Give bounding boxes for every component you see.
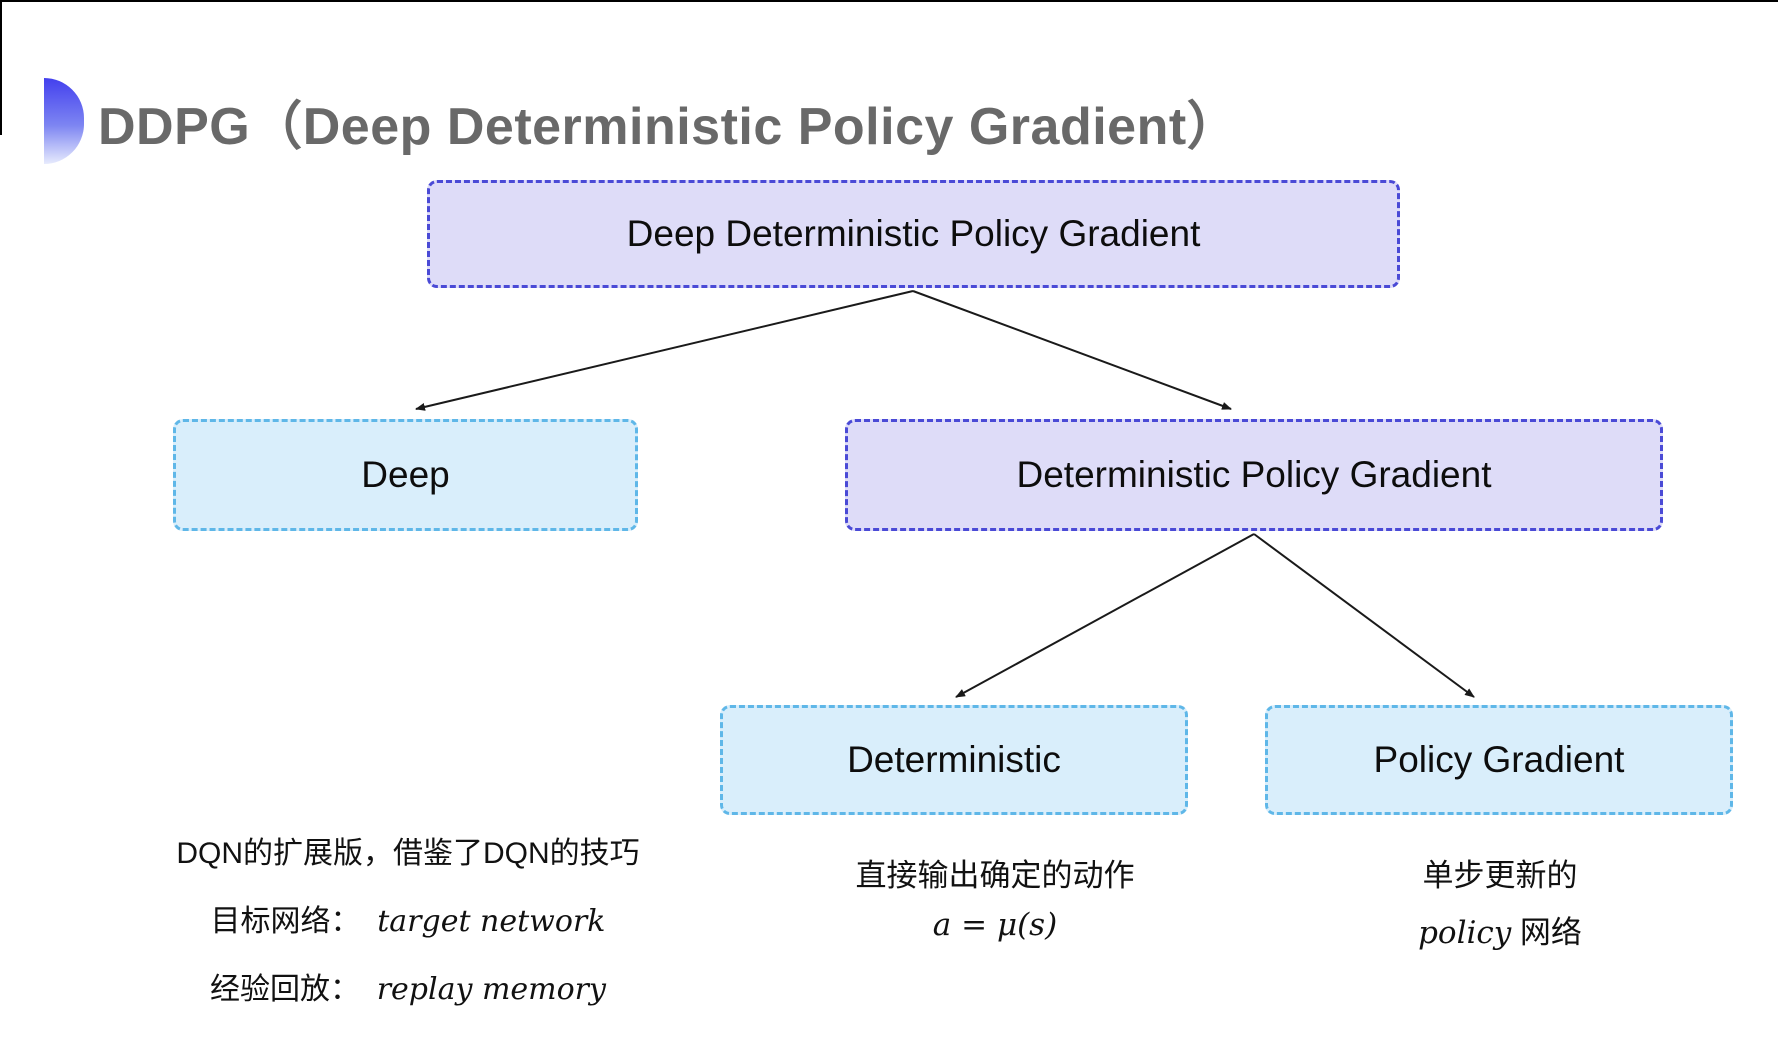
bullet-semicircle-icon (44, 78, 84, 164)
annotation-line: 直接输出确定的动作 (855, 858, 1135, 893)
node-policy-gradient: Policy Gradient (1265, 705, 1733, 815)
annotation-policy-gradient-notes: 单步更新的 policy 网络 (1250, 850, 1750, 964)
annotation-deterministic-notes: 直接输出确定的动作 a = μ(s) (745, 850, 1245, 955)
annotation-zh: 目标网络： (210, 905, 361, 938)
node-deterministic-policy-gradient: Deterministic Policy Gradient (845, 419, 1663, 531)
annotation-term-policy: policy (1418, 915, 1512, 951)
page-title: DDPG（Deep Deterministic Policy Gradient） (98, 97, 1240, 156)
window-top-border (0, 0, 1778, 2)
annotation-deep-notes: DQN的扩展版，借鉴了DQN的技巧 目标网络： target network 经… (118, 828, 698, 1032)
node-label: Deep Deterministic Policy Gradient (626, 213, 1201, 254)
arrow-dpg-to-policy-gradient (1253, 533, 1475, 698)
annotation-term-target-network: target network (377, 904, 606, 939)
annotation-term-replay-memory: replay memory (376, 972, 606, 1007)
arrow-dpg-to-deterministic (955, 533, 1255, 698)
node-label: Deep (361, 454, 450, 495)
node-deep-deterministic-policy-gradient: Deep Deterministic Policy Gradient (427, 180, 1400, 288)
annotation-formula: a = μ(s) (932, 907, 1058, 943)
node-label: Deterministic Policy Gradient (1016, 454, 1492, 495)
annotation-line: policy 网络 (1250, 907, 1750, 952)
slide-header: DDPG（Deep Deterministic Policy Gradient） (44, 78, 1239, 164)
node-label: Policy Gradient (1373, 739, 1625, 780)
annotation-line: 单步更新的 (1422, 858, 1578, 893)
window-left-border (0, 0, 2, 135)
annotation-line: 经验回放： replay memory (118, 964, 698, 1008)
node-deep: Deep (173, 419, 638, 531)
annotation-zh: 经验回放： (210, 973, 361, 1006)
annotation-line: 目标网络： target network (118, 896, 698, 940)
node-label: Deterministic (847, 739, 1061, 780)
annotation-line: DQN的扩展版，借鉴了DQN的技巧 (176, 837, 640, 870)
arrow-ddpg-to-dpg (912, 290, 1232, 410)
arrow-ddpg-to-deep (415, 290, 914, 411)
annotation-zh: 网络 (1511, 915, 1582, 950)
node-deterministic: Deterministic (720, 705, 1188, 815)
